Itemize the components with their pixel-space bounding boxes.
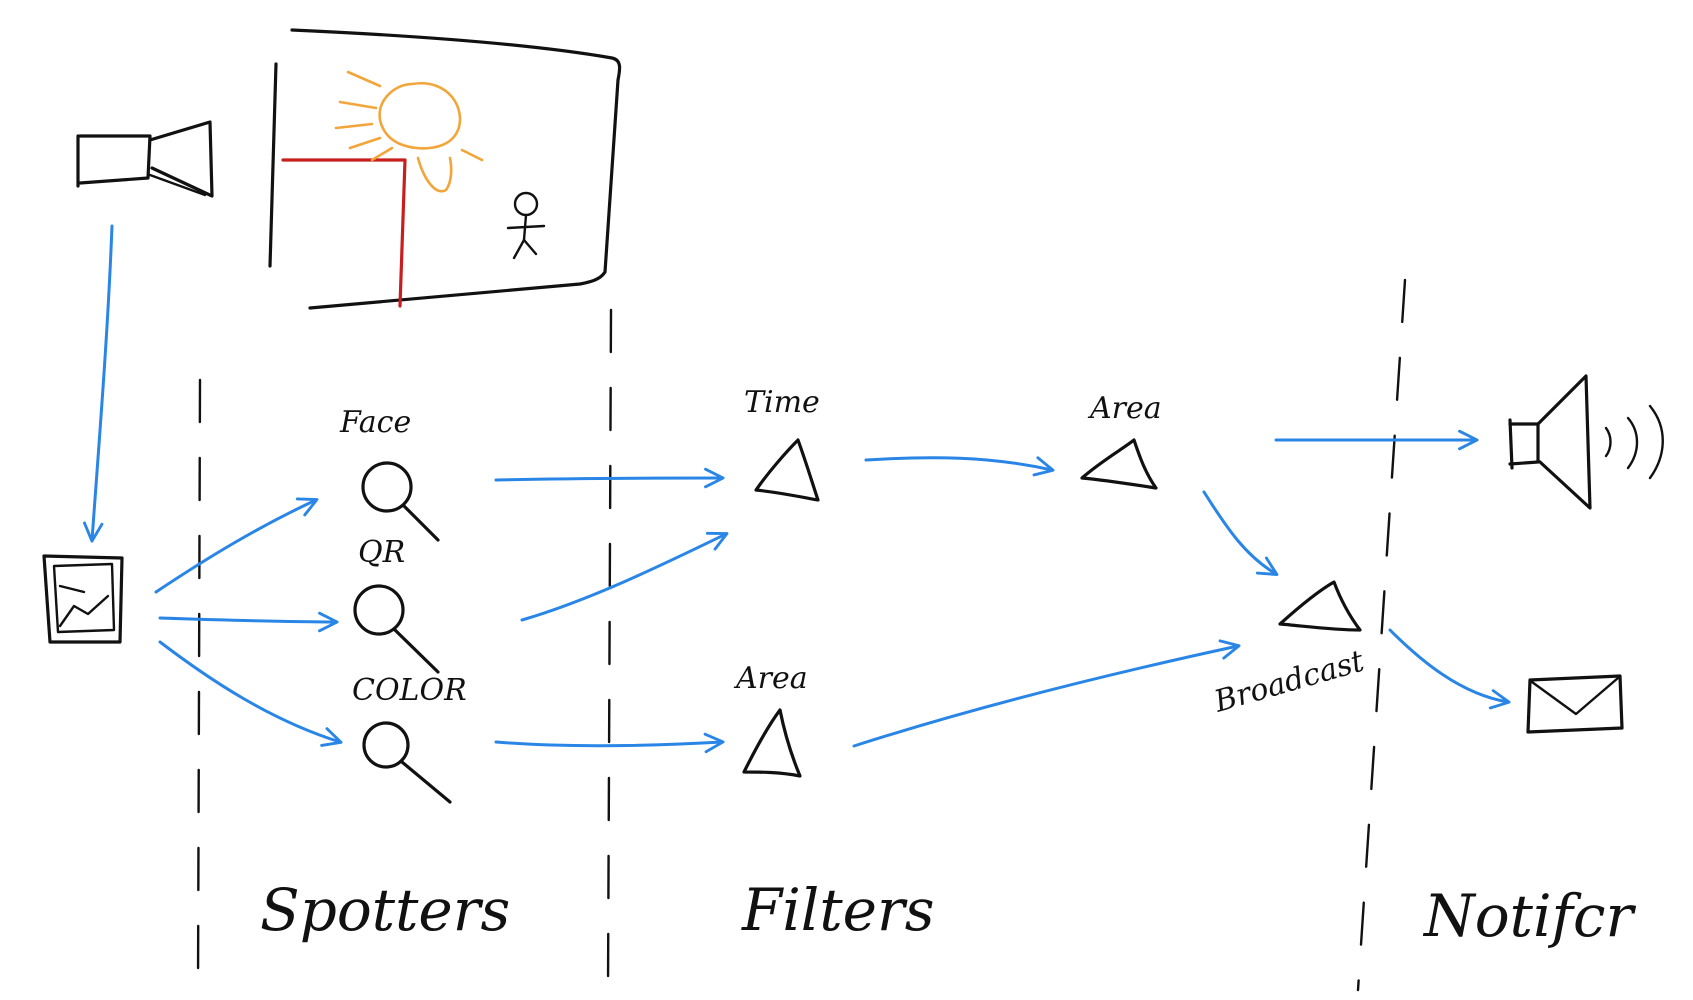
magnifier-icon-face: [361, 461, 440, 542]
scene-sketch-icon: [268, 28, 622, 310]
arrow-face-to-time: [494, 467, 725, 489]
arrow-broadcast-to-email: [1388, 628, 1511, 710]
image-frame-icon: [42, 554, 124, 644]
filter-triangle-area-top: [1080, 438, 1158, 490]
label-broadcast: Broadcast: [1210, 643, 1369, 720]
label-face: Face: [339, 405, 411, 440]
label-time: Time: [744, 385, 820, 420]
label-qr: QR: [358, 535, 405, 570]
label-area-bottom: Area: [733, 661, 808, 696]
separator-middle: [606, 308, 613, 992]
speaker-icon: [1508, 374, 1664, 510]
video-camera-icon: [76, 120, 214, 198]
arrow-camera-to-frame: [82, 224, 114, 543]
sun-icon: [334, 70, 484, 193]
arrow-color-to-area: [494, 732, 725, 754]
envelope-icon: [1526, 674, 1624, 734]
arrow-time-to-area: [864, 456, 1055, 477]
person-icon: [506, 191, 546, 260]
column-title-filters: Filters: [741, 876, 934, 944]
filter-triangle-broadcast: [1278, 580, 1362, 632]
arrow-frame-to-qr: [158, 611, 339, 633]
column-title-spotters: Spotters: [260, 876, 510, 944]
arrow-area-to-broadcast: [1202, 490, 1279, 576]
separator-right: [1356, 278, 1407, 992]
column-title-notifier: Notifcr: [1422, 882, 1636, 950]
label-area-top: Area: [1087, 391, 1162, 426]
filter-triangle-time: [754, 438, 820, 502]
arrow-frame-to-face: [154, 497, 319, 594]
arrow-qr-to-time: [520, 531, 729, 622]
separator-left: [196, 378, 202, 992]
flow-arrows: [82, 224, 1511, 754]
arrow-frame-to-color: [158, 640, 343, 747]
arrow-area-to-broadcast-bottom: [852, 639, 1241, 748]
filter-triangle-area-bottom: [742, 708, 802, 778]
magnifier-icon-color: [362, 721, 452, 804]
magnifier-icon-qr: [353, 584, 440, 674]
label-color: COLOR: [352, 673, 467, 708]
